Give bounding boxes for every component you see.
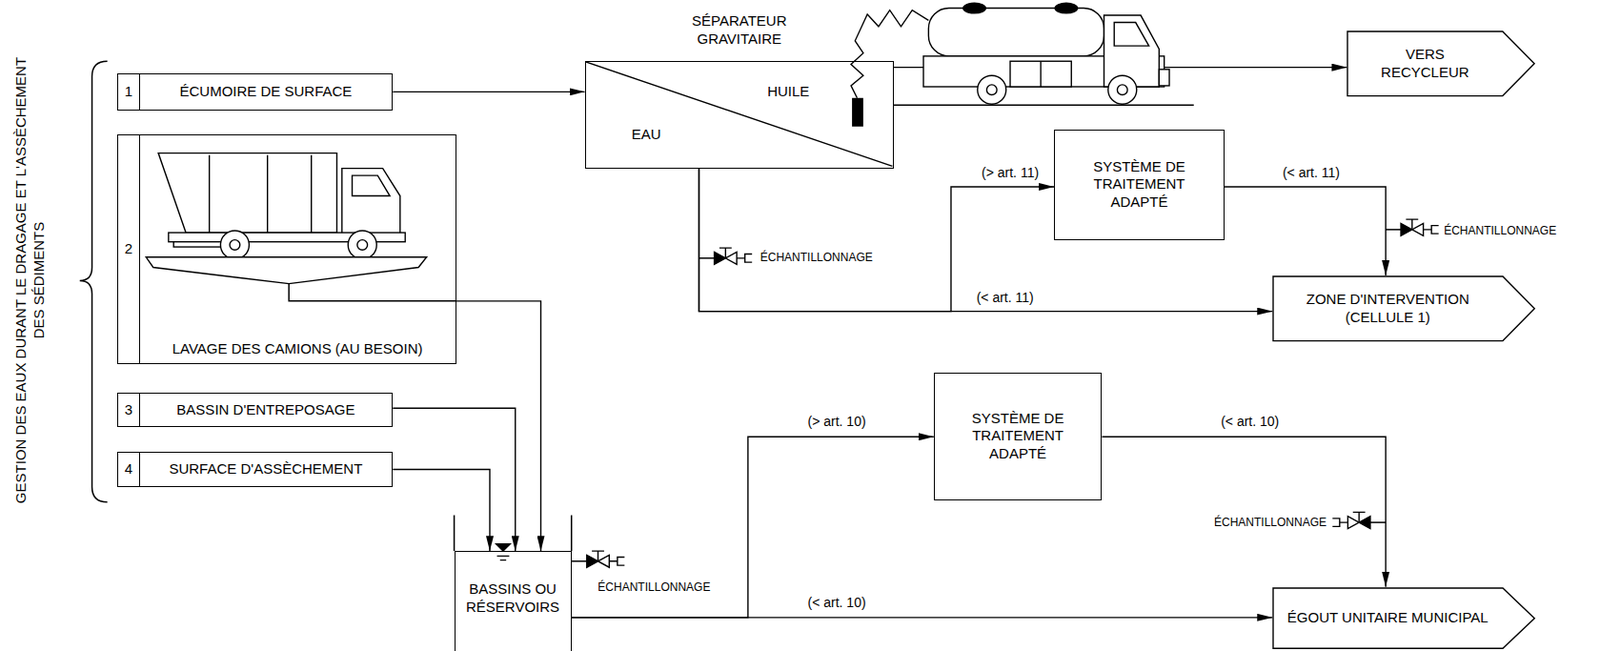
destination-arrow: ÉGOUT UNITAIRE MUNICIPAL [1272, 587, 1536, 649]
arrow-shape [1273, 276, 1535, 342]
node-label: LAVAGE DES CAMIONS (AU BESOIN) [172, 340, 424, 359]
flow-connector [571, 436, 934, 618]
flow-connector [392, 469, 490, 552]
sampling-valve [1332, 511, 1386, 528]
callout-number: 4 [124, 460, 133, 479]
process-box: SYSTÈME DE TRAITEMENT ADAPTÉ [933, 372, 1103, 501]
node-label: VERS RECYCLEUR [1364, 45, 1485, 82]
node-label: EAU [631, 125, 662, 144]
sampling-label: ÉCHANTILLONNAGE [1214, 515, 1327, 530]
node-label: HUILE [767, 82, 810, 102]
separator-interface [586, 61, 895, 169]
separator-interface [586, 61, 892, 166]
edge-label: (> art. 10) [805, 413, 870, 429]
sampling-label: ÉCHANTILLONNAGE [1443, 222, 1557, 238]
flow-connector [456, 301, 542, 551]
node-label: ÉGOUT UNITAIRE MUNICIPAL [1280, 608, 1496, 628]
separator-tank: SÉPARATEUR GRAVITAIREEAUHUILE [585, 60, 894, 168]
arrow-shape [1273, 587, 1535, 649]
edge-label: (< art. 10) [1217, 413, 1282, 429]
node-label: BASSIN D'ENTREPOSAGE [176, 401, 355, 420]
wash-tray [145, 257, 426, 284]
flow-connector [1101, 436, 1386, 587]
source-box: 3 BASSIN D'ENTREPOSAGE [117, 392, 393, 426]
oil-pump [851, 98, 864, 127]
drain-line [288, 283, 457, 302]
source-box: 2LAVAGE DES CAMIONS (AU BESOIN) [117, 134, 457, 365]
destination-arrow: VERS RECYCLEUR [1346, 30, 1536, 98]
edge-label: (< art. 11) [1279, 164, 1343, 181]
node-heading: SÉPARATEUR GRAVITAIRE [662, 12, 816, 49]
node-label: SYSTÈME DE TRAITEMENT ADAPTÉ [1072, 158, 1207, 212]
callout-number: 2 [124, 240, 133, 259]
flow-connector [392, 91, 585, 93]
node-label: ÉCUMOIRE DE SURFACE [179, 82, 352, 102]
basin-wall [454, 515, 572, 551]
dump-truck [158, 153, 406, 260]
sampling-valve [571, 550, 626, 568]
callout-number: 1 [124, 82, 133, 102]
source-box: 1 ÉCUMOIRE DE SURFACE [117, 73, 393, 111]
flow-connector [1224, 186, 1386, 276]
source-box: 4 SURFACE D'ASSÈCHEMENT [117, 451, 393, 487]
node-label: SURFACE D'ASSÈCHEMENT [168, 460, 363, 479]
edge-label: (> art. 11) [978, 164, 1042, 181]
edge-label: (< art. 10) [805, 594, 870, 610]
sampling-valve [699, 247, 753, 264]
ground-line [893, 104, 1195, 106]
edge-label: (< art. 11) [973, 289, 1037, 305]
pump-hose [850, 10, 929, 99]
brace [80, 60, 108, 502]
group-title: GESTION DES EAUX DURANT LE DRAGAGE ET L'… [12, 56, 49, 505]
node-label: ZONE D'INTERVENTION (CELLULE 1) [1272, 290, 1503, 327]
sampling-valve [1385, 219, 1439, 236]
callout-number: 3 [124, 401, 133, 420]
process-box: SYSTÈME DE TRAITEMENT ADAPTÉ [1053, 129, 1225, 241]
node-label: BASSINS OU RÉSERVOIRS [455, 580, 571, 617]
arrow-shape [1347, 31, 1535, 97]
sampling-label: ÉCHANTILLONNAGE [760, 249, 873, 264]
destination-arrow: ZONE D'INTERVENTION (CELLULE 1) [1272, 275, 1536, 343]
node-label: SYSTÈME DE TRAITEMENT ADAPTÉ [950, 409, 1085, 464]
tanker-truck [923, 2, 1170, 104]
sampling-label: ÉCHANTILLONNAGE [597, 579, 710, 594]
flow-connector [698, 168, 1054, 312]
basin: BASSINS OU RÉSERVOIRS [454, 550, 572, 651]
